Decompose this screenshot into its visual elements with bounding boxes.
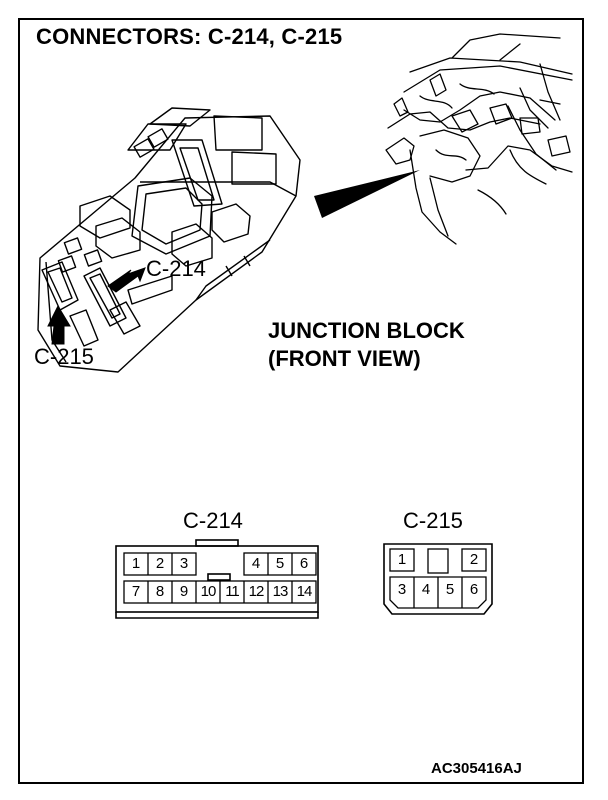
c214-pin: 13 [272, 583, 289, 600]
figure-title: CONNECTORS: C-214, C-215 [36, 24, 343, 49]
c214-pin: 5 [275, 555, 285, 572]
dashboard-inset [385, 33, 573, 245]
c215-pin-grid [389, 548, 487, 609]
arrow-c214 [107, 267, 146, 293]
callout-c215-label: C-215 [34, 344, 94, 369]
c214-pin: 9 [179, 583, 189, 600]
c215-pin: 1 [397, 551, 407, 568]
junction-block-housing [37, 115, 301, 373]
c214-pin: 2 [155, 555, 165, 572]
c214-pin: 4 [251, 555, 261, 572]
c214-pin: 3 [179, 555, 189, 572]
figure-code: AC305416AJ [431, 760, 522, 777]
c214-pin-grid [123, 552, 317, 604]
c214-face-outline [115, 539, 319, 619]
c215-face-outline [383, 543, 493, 615]
c214-pin: 14 [296, 583, 313, 600]
c215-pin: 6 [469, 581, 479, 598]
c215-pin: 5 [445, 581, 455, 598]
c215-connector-label: C-215 [403, 508, 463, 533]
front-view-label: (FRONT VIEW) [268, 346, 421, 371]
junction-block-label: JUNCTION BLOCK [268, 318, 465, 343]
c214-pin: 11 [225, 583, 240, 600]
c214-pin: 1 [131, 555, 141, 572]
c214-pin: 12 [248, 583, 265, 600]
arrow-c215 [47, 304, 71, 345]
location-pointer [314, 170, 420, 218]
callout-c214-label: C-214 [146, 256, 206, 281]
c214-connector-label: C-214 [183, 508, 243, 533]
figure-frame [18, 18, 584, 784]
c214-pin: 10 [200, 583, 217, 600]
c215-pin: 4 [421, 581, 431, 598]
c215-pin: 2 [469, 551, 479, 568]
c215-pin: 3 [397, 581, 407, 598]
c214-pin: 8 [155, 583, 165, 600]
c214-pin: 7 [131, 583, 141, 600]
c214-pin: 6 [299, 555, 309, 572]
